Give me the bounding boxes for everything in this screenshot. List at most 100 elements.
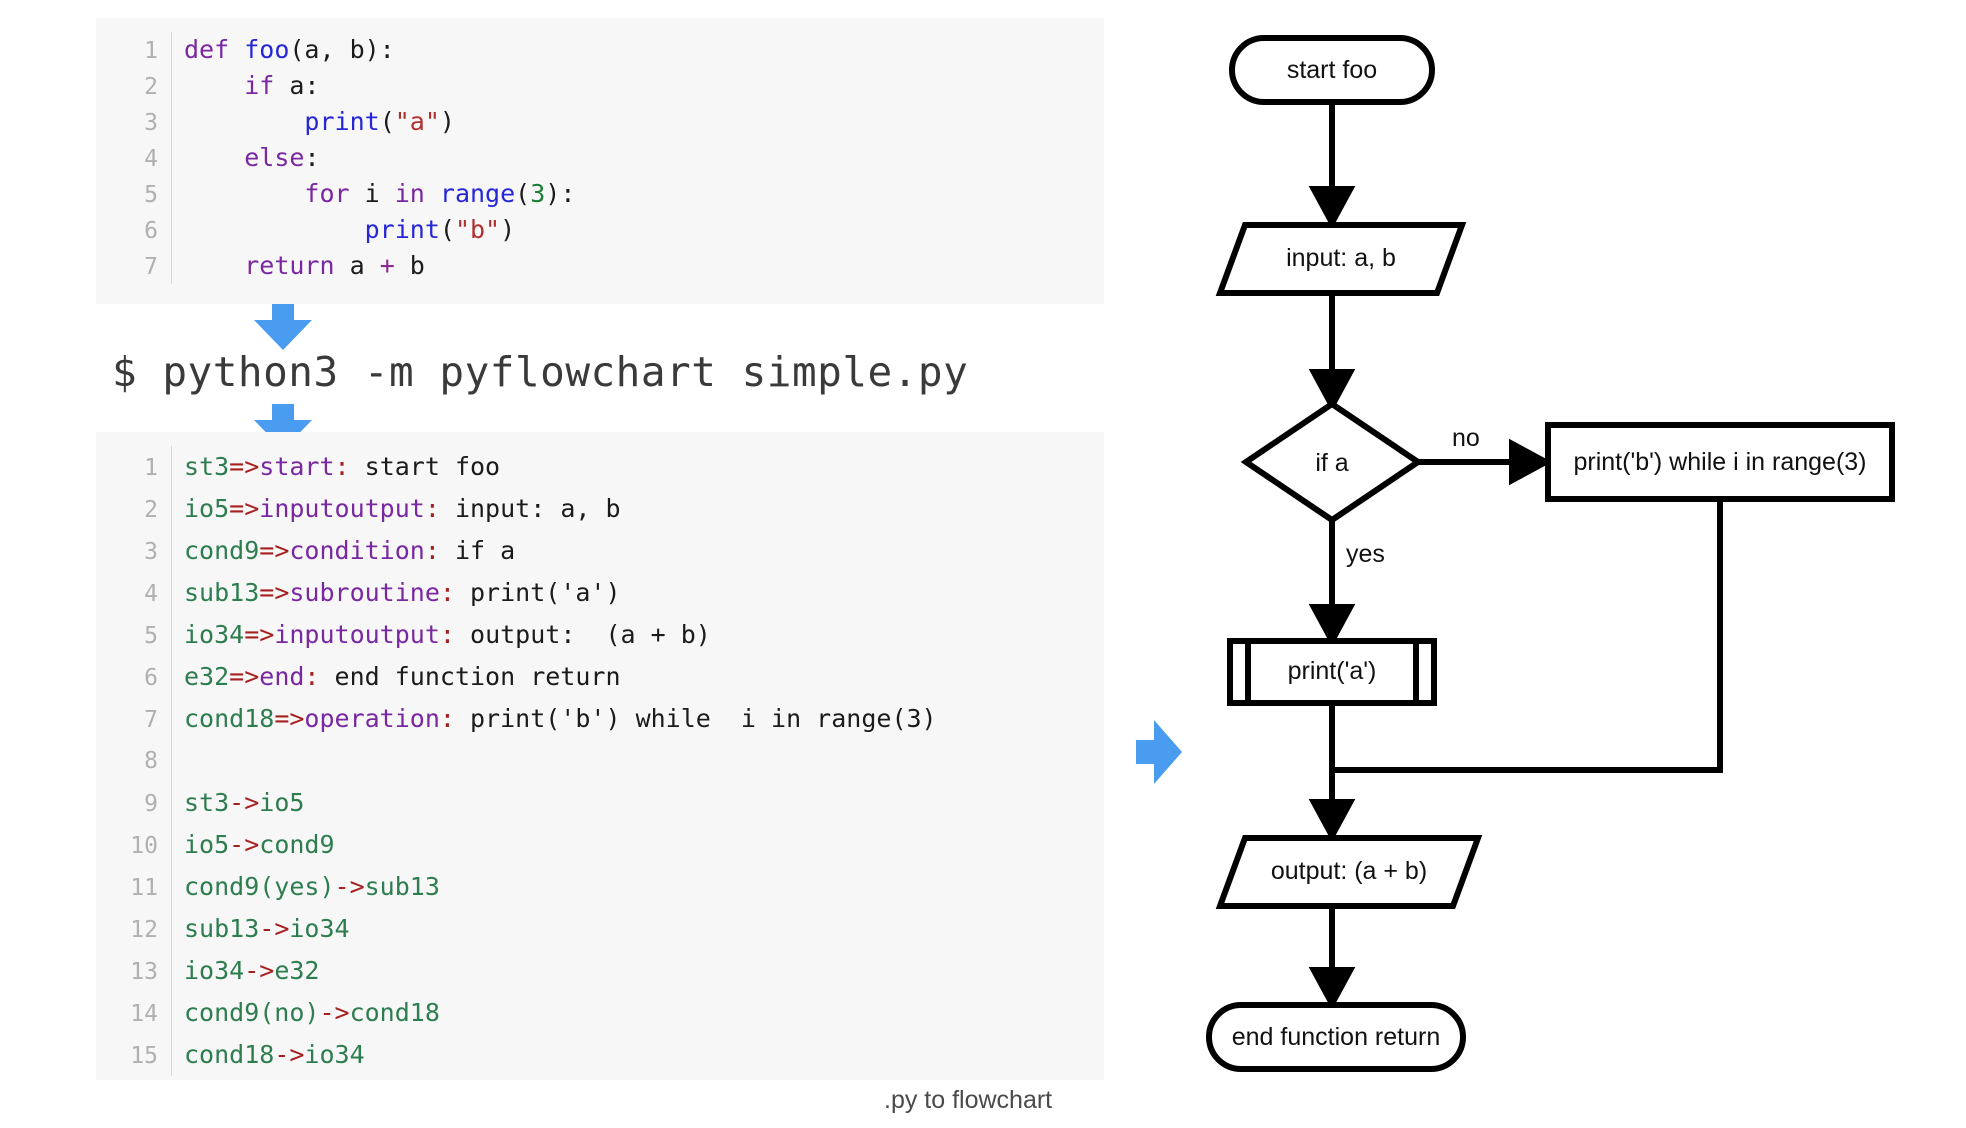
code-text[interactable]: cond9(yes)->sub13: [184, 872, 440, 901]
gutter-divider: [158, 212, 184, 248]
code-text[interactable]: io5=>inputoutput: input: a, b: [184, 494, 621, 523]
flow-edge-operation-to-merge: [1332, 499, 1723, 773]
source-code-line: 1 def foo(a, b):: [96, 32, 1104, 68]
line-number: 3: [144, 539, 158, 565]
flow-node-operation[interactable]: print('b') while i in range(3): [1545, 422, 1895, 502]
line-number: 1: [144, 38, 158, 64]
flow-node-start[interactable]: start foo: [1229, 35, 1435, 105]
flow-node-condition[interactable]: if a: [1240, 400, 1424, 524]
gutter-divider: [158, 740, 184, 782]
gutter-divider: [158, 248, 184, 284]
dsl-code-line: 11 cond9(yes)->sub13: [96, 866, 1104, 908]
flow-node-operation-label: print('b') while i in range(3): [1574, 448, 1867, 476]
code-text[interactable]: cond9=>condition: if a: [184, 536, 516, 565]
dsl-code-line: 5 io34=>inputoutput: output: (a + b): [96, 614, 1104, 656]
dsl-code-line: 12 sub13->io34: [96, 908, 1104, 950]
line-number: 13: [130, 959, 158, 985]
flowchart-diagram: start foo input: a, b if a no print('b')…: [1200, 10, 1966, 1120]
gutter-divider: [158, 782, 184, 824]
cli-command-line: $ python3 -m pyflowchart simple.py: [112, 348, 969, 396]
code-text[interactable]: print("b"): [364, 215, 516, 244]
gutter-divider: [158, 572, 184, 614]
line-number: 1: [144, 455, 158, 481]
flow-node-start-label: start foo: [1287, 56, 1377, 84]
code-text[interactable]: st3->io5: [184, 788, 305, 817]
code-text[interactable]: sub13=>subroutine: print('a'): [184, 578, 621, 607]
dsl-code-line: 4 sub13=>subroutine: print('a'): [96, 572, 1104, 614]
flow-node-input-label: input: a, b: [1286, 244, 1396, 272]
gutter-divider: [158, 1034, 184, 1076]
dsl-code-line: 2 io5=>inputoutput: input: a, b: [96, 488, 1104, 530]
line-number: 11: [130, 875, 158, 901]
gutter-divider: [158, 140, 184, 176]
line-number: 3: [144, 110, 158, 136]
code-text[interactable]: def foo(a, b):: [184, 35, 395, 64]
code-text[interactable]: for i in range(3):: [304, 179, 576, 208]
line-number: 7: [144, 254, 158, 280]
gutter-divider: [158, 824, 184, 866]
line-number: 7: [144, 707, 158, 733]
code-text[interactable]: io34->e32: [184, 956, 320, 985]
gutter-divider: [158, 176, 184, 212]
gutter-divider: [158, 908, 184, 950]
dsl-code-line: 8: [96, 740, 1104, 782]
line-number: 8: [144, 748, 158, 774]
arrow-right-icon: [1136, 718, 1184, 786]
gutter-divider: [158, 530, 184, 572]
code-text[interactable]: cond18->io34: [184, 1040, 365, 1069]
flow-node-output[interactable]: output: (a + b): [1215, 835, 1483, 909]
line-number: 2: [144, 74, 158, 100]
line-number: 4: [144, 581, 158, 607]
gutter-divider: [158, 866, 184, 908]
code-text[interactable]: cond18=>operation: print('b') while i in…: [184, 704, 937, 733]
flow-node-input[interactable]: input: a, b: [1215, 222, 1467, 296]
line-number: 12: [130, 917, 158, 943]
code-text[interactable]: cond9(no)->cond18: [184, 998, 440, 1027]
code-text[interactable]: sub13->io34: [184, 914, 350, 943]
gutter-divider: [158, 446, 184, 488]
line-number: 10: [130, 833, 158, 859]
code-text[interactable]: return a + b: [244, 251, 425, 280]
dsl-code-line: 7 cond18=>operation: print('b') while i i…: [96, 698, 1104, 740]
code-text[interactable]: if a:: [244, 71, 320, 100]
code-text[interactable]: else:: [244, 143, 320, 172]
gutter-divider: [158, 488, 184, 530]
source-code-line: 2 if a:: [96, 68, 1104, 104]
line-number: 6: [144, 218, 158, 244]
caption-label: .py to flowchart: [884, 1086, 1053, 1114]
gutter-divider: [158, 104, 184, 140]
line-number: 6: [144, 665, 158, 691]
flowchart-dsl-code-block: 1 st3=>start: start foo 2 io5=>inputoutput:…: [96, 432, 1104, 1080]
gutter-divider: [158, 68, 184, 104]
gutter-divider: [158, 950, 184, 992]
flow-node-end[interactable]: end function return: [1206, 1002, 1466, 1072]
line-number: 5: [144, 182, 158, 208]
code-text[interactable]: st3=>start: start foo: [184, 452, 501, 481]
code-text[interactable]: io5->cond9: [184, 830, 335, 859]
dsl-code-line: 3 cond9=>condition: if a: [96, 530, 1104, 572]
line-number: 14: [130, 1001, 158, 1027]
flow-node-condition-label: if a: [1315, 449, 1348, 477]
source-code-line: 4 else:: [96, 140, 1104, 176]
line-number: 5: [144, 623, 158, 649]
source-code-line: 5 for i in range(3):: [96, 176, 1104, 212]
flow-node-subroutine[interactable]: print('a'): [1227, 638, 1437, 706]
gutter-divider: [158, 698, 184, 740]
dsl-code-line: 6 e32=>end: end function return: [96, 656, 1104, 698]
line-number: 2: [144, 497, 158, 523]
gutter-divider: [158, 656, 184, 698]
code-text[interactable]: io34=>inputoutput: output: (a + b): [184, 620, 711, 649]
gutter-divider: [158, 32, 184, 68]
code-text[interactable]: e32=>end: end function return: [184, 662, 621, 691]
code-text[interactable]: print("a"): [304, 107, 455, 136]
flow-node-end-label: end function return: [1232, 1023, 1440, 1051]
source-code-line: 3 print("a"): [96, 104, 1104, 140]
line-number: 15: [130, 1043, 158, 1069]
flow-edge-label-yes: yes: [1346, 540, 1385, 568]
dsl-code-line: 1 st3=>start: start foo: [96, 446, 1104, 488]
source-code-line: 7 return a + b: [96, 248, 1104, 284]
gutter-divider: [158, 614, 184, 656]
flow-node-output-label: output: (a + b): [1271, 857, 1427, 885]
